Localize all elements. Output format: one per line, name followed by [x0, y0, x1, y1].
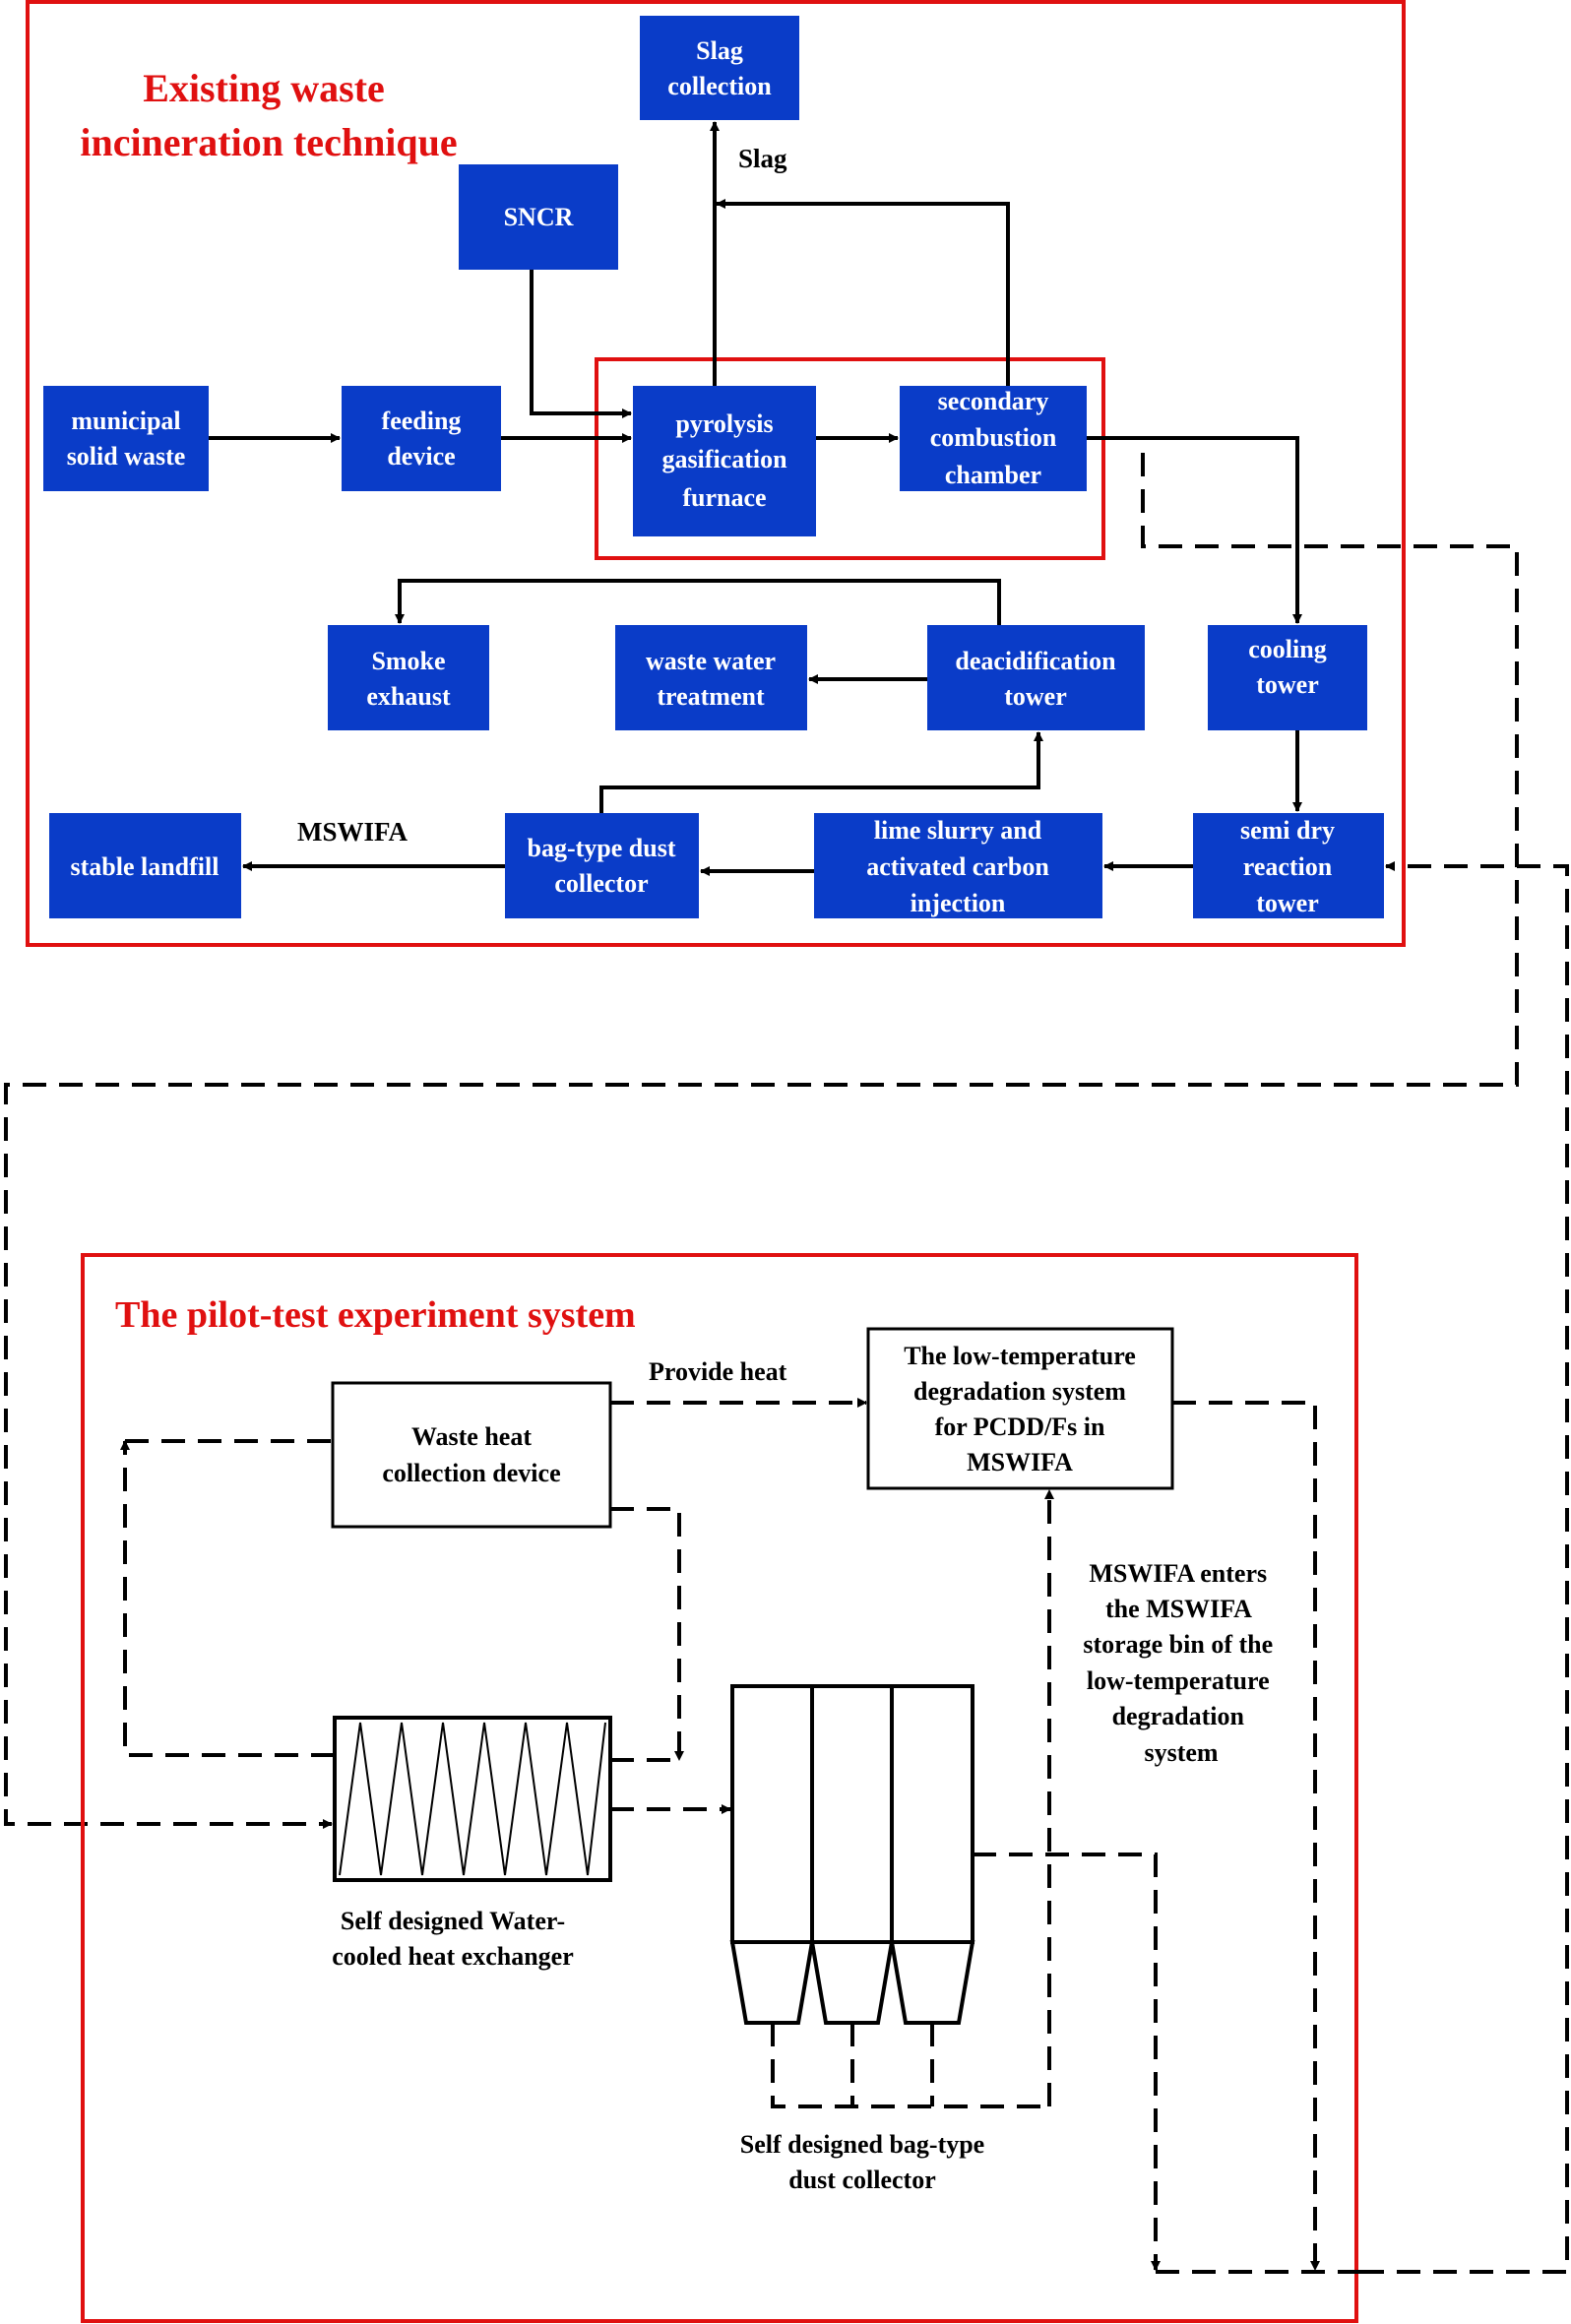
sncr-box [459, 164, 618, 270]
existing-technique-title: Existing waste incineration technique [80, 66, 457, 164]
storage-note-label: MSWIFA enters the MSWIFA storage bin of … [1083, 1559, 1279, 1767]
heat-exchanger-icon [333, 1716, 612, 1882]
dashed-device-to-exchanger [610, 1507, 684, 1761]
dashed-exchanger-to-device [120, 1440, 335, 1757]
cooling-tower-box [1208, 625, 1367, 730]
degradation-system-box [866, 1327, 1174, 1490]
slag-collection-box [640, 16, 799, 120]
waste-heat-device-box [331, 1381, 612, 1529]
dashed-secondary-to-pilot [4, 453, 1519, 1829]
lime-slurry-box [814, 813, 1102, 918]
stable-landfill-box [49, 813, 241, 918]
smoke-exhaust-box [328, 625, 489, 730]
dashed-collector-outlet [973, 1853, 1161, 2271]
pyrolysis-furnace-box [633, 386, 816, 536]
municipal-solid-waste-box [43, 386, 209, 491]
stable-landfill-label: stable landfill [71, 852, 220, 881]
dashed-return-to-semi-dry [1360, 861, 1569, 2274]
provide-heat-label: Provide heat [649, 1357, 787, 1386]
furnace-group-frame [595, 357, 1105, 560]
arrow-deacid-to-smoke [395, 579, 1001, 625]
arrow-secondary-to-slag-line [716, 199, 1010, 386]
pilot-system-frame [81, 1253, 1358, 2323]
secondary-combustion-box [900, 386, 1087, 491]
bag-dust-collector-icon [729, 1684, 975, 2025]
arrow-sncr-to-furnace [530, 270, 632, 418]
mswifa-label: MSWIFA [297, 817, 408, 847]
heat-exchanger-label: Self designed Water-cooled heat exchange… [332, 1907, 574, 1971]
arrow-bag-to-deacidification [599, 731, 1043, 813]
feeding-device-box [342, 386, 501, 491]
sncr-label: SNCR [504, 203, 574, 231]
waste-water-box [615, 625, 807, 730]
dashed-hoppers-bottom [771, 2023, 1049, 2108]
bag-dust-collector-box [505, 813, 699, 918]
semi-dry-tower-box [1193, 813, 1384, 918]
arrow-secondary-to-cooling [1087, 436, 1302, 624]
dashed-degradation-outlet [1172, 1401, 1320, 2271]
deacidification-tower-box [927, 625, 1145, 730]
slag-label: Slag [738, 144, 787, 173]
existing-technique-frame [26, 0, 1406, 947]
pilot-system-title: The pilot-test experiment system [115, 1294, 636, 1336]
